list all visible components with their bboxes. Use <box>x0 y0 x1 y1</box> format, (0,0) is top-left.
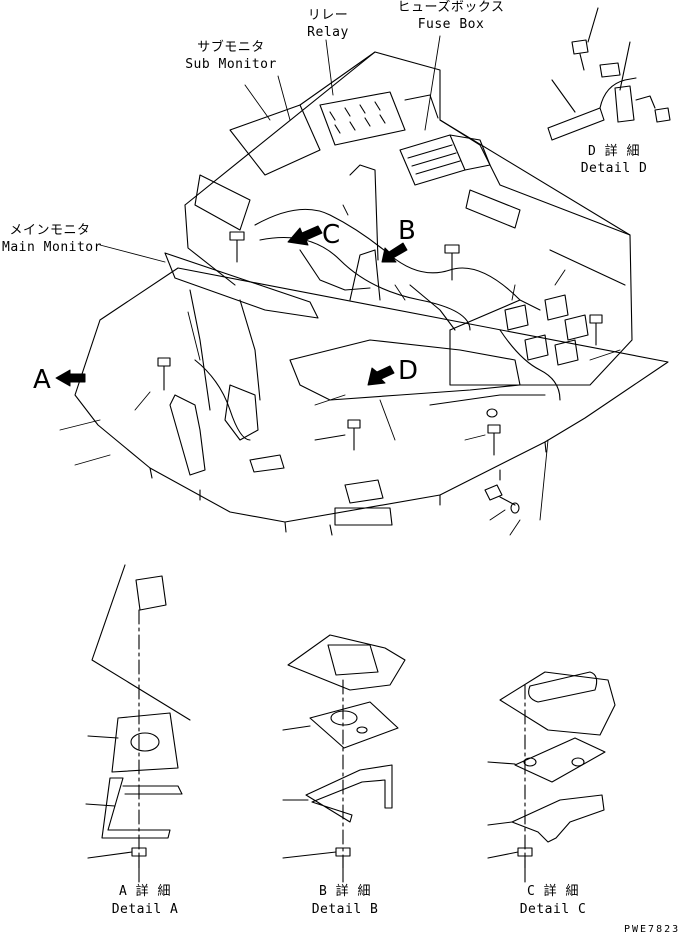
relay-block <box>319 91 439 146</box>
monitor-bracket <box>164 252 319 476</box>
drawing-code: PWE7823 <box>624 924 681 935</box>
leader-lines <box>59 35 621 536</box>
relay-label-jp: リレー <box>307 8 349 23</box>
sub-monitor-label-en: Sub Monitor <box>185 57 277 72</box>
floor-plate <box>74 267 669 536</box>
detail-b-caption-jp: B 詳 細 <box>319 884 371 899</box>
view-letter-c: C <box>322 220 341 250</box>
detail-a-caption-en: Detail A <box>111 902 179 917</box>
connector-cluster-right <box>504 294 589 366</box>
detail-c-caption-en: Detail C <box>519 902 587 917</box>
detail-d-caption-jp: D 詳 細 <box>588 144 640 159</box>
view-letter-d: D <box>398 356 419 386</box>
detail-b-caption-en: Detail B <box>311 902 379 917</box>
detail-a-caption-jp: A 詳 細 <box>119 884 171 899</box>
detail-a-drawing <box>85 564 191 883</box>
fuse-box-label-jp: ヒューズボックス <box>397 0 505 15</box>
mounting-bolts <box>157 231 603 514</box>
main-monitor-label-jp: メインモニタ <box>9 223 91 238</box>
detail-c-drawing <box>487 671 616 883</box>
detail-c-caption-jp: C 詳 細 <box>527 884 579 899</box>
detail-b-drawing <box>282 634 406 883</box>
relay-label-en: Relay <box>307 25 349 40</box>
view-letter-a: A <box>33 365 51 395</box>
detail-d-caption-en: Detail D <box>580 161 648 176</box>
sub-monitor-label-jp: サブモニタ <box>197 40 265 55</box>
fuse-box-label-en: Fuse Box <box>417 17 485 32</box>
frame-rail <box>289 164 521 401</box>
main-monitor-label-en: Main Monitor <box>2 240 102 255</box>
view-arrows <box>55 225 408 387</box>
view-letter-b: B <box>398 216 416 246</box>
fuse-box <box>399 134 491 186</box>
detail-d-drawing <box>547 7 671 141</box>
